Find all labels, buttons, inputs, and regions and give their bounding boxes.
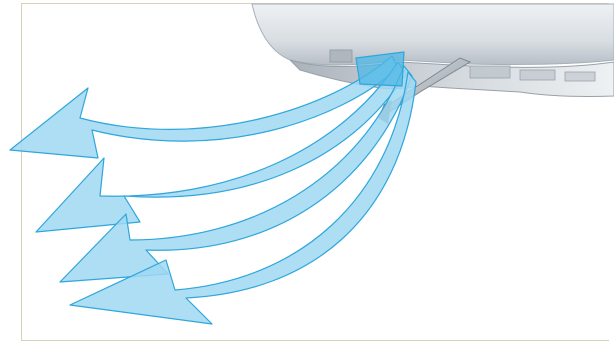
airflow-arrow-3 [60, 66, 412, 282]
airflow-arrows [10, 52, 416, 324]
airflow-origin-overlap [356, 52, 404, 86]
